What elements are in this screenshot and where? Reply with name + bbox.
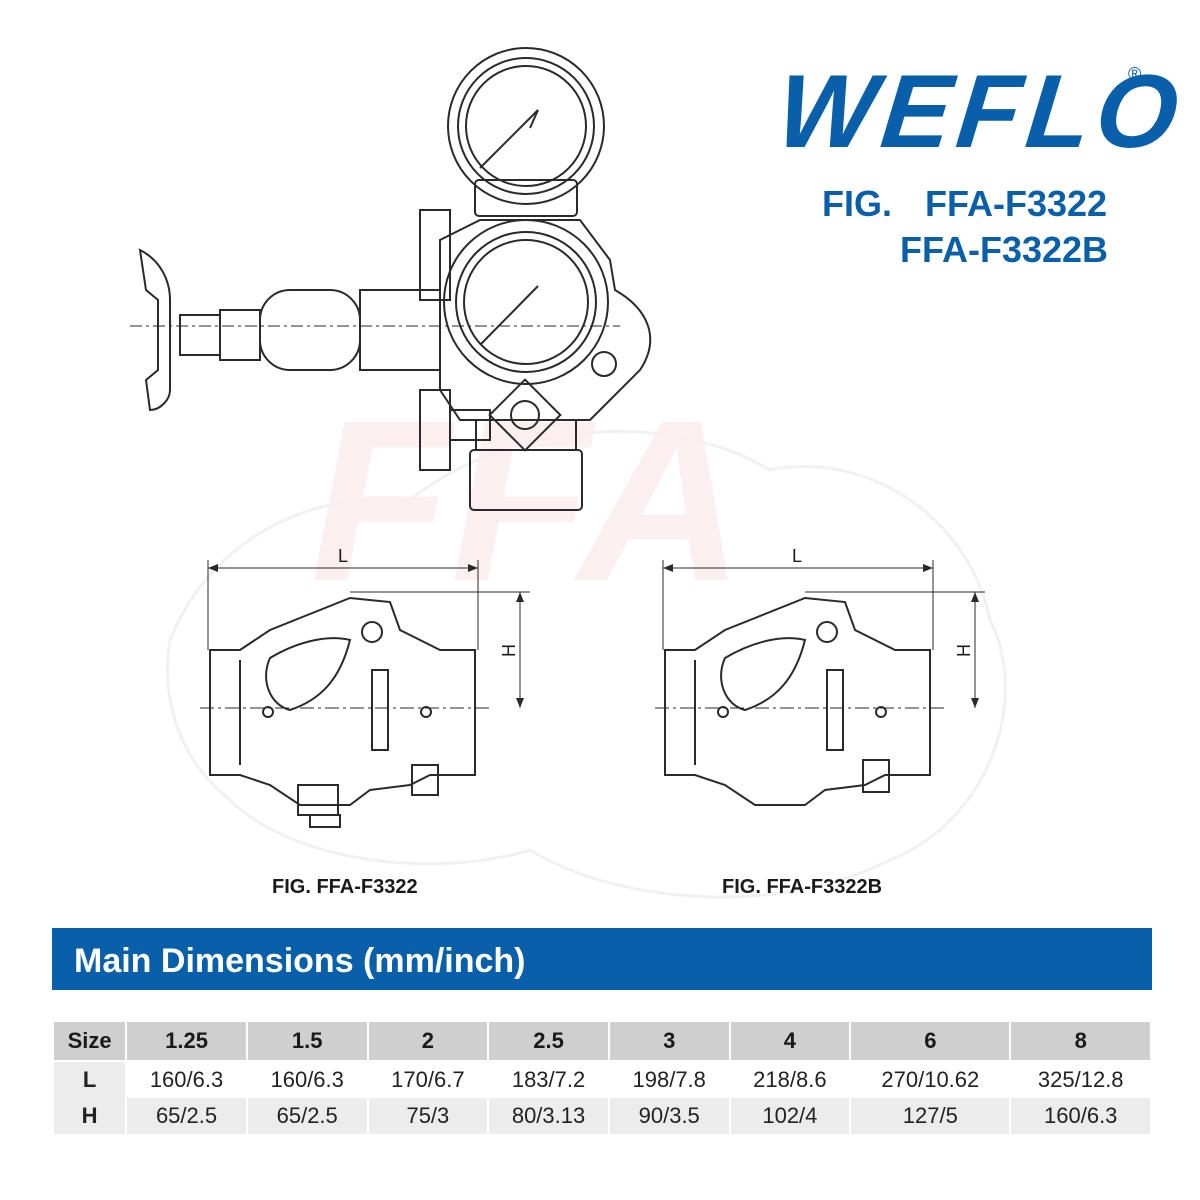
section-drawing-ffa-f3322: [200, 560, 530, 828]
table-header-cell: 1.5: [247, 1022, 367, 1062]
dimensions-title: Main Dimensions (mm/inch): [74, 942, 526, 980]
caption-ffa-f3322b: FIG. FFA-F3322B: [722, 876, 883, 898]
table-cell: 65/2.5: [247, 1098, 367, 1134]
right-dim-h-label: H: [954, 644, 974, 657]
table-cell: 160/6.3: [127, 1062, 246, 1098]
table-cell: 160/6.3: [247, 1062, 367, 1098]
table-cell: 160/6.3: [1011, 1098, 1150, 1134]
table-cell: 75/3: [368, 1098, 488, 1134]
table-cell: 80/3.13: [489, 1098, 608, 1134]
svg-text:FFA: FFA: [310, 380, 744, 629]
table-cell: 270/10.62: [851, 1062, 1010, 1098]
valve-assembly-drawing: [130, 47, 652, 511]
table-header-size: Size: [54, 1022, 126, 1062]
figure-heading-prefix: FIG.: [822, 183, 892, 224]
table-cell: 183/7.2: [489, 1062, 608, 1098]
background-watermark: FFA: [166, 380, 1007, 899]
table-cell: 102/4: [730, 1098, 850, 1134]
left-dim-l-label: L: [338, 546, 349, 566]
brand-logo: WEFLO: [771, 54, 1190, 170]
figure-heading-model-2: FFA-F3322B: [900, 229, 1109, 270]
lower-pressure-gauge-icon: [443, 219, 609, 385]
table-header-cell: 8: [1011, 1022, 1150, 1062]
table-cell: 65/2.5: [127, 1098, 246, 1134]
table-header-row: Size 1.25 1.5 2 2.5 3 4 6 8: [54, 1022, 1150, 1062]
registered-mark: ®: [1128, 64, 1142, 84]
table-header-cell: 4: [730, 1022, 850, 1062]
caption-ffa-f3322: FIG. FFA-F3322: [272, 876, 418, 898]
upper-pressure-gauge-icon: [447, 47, 605, 217]
left-dim-h-label: H: [499, 644, 519, 657]
table-cell: 90/3.5: [609, 1098, 729, 1134]
table-cell: 127/5: [851, 1098, 1010, 1134]
table-cell: 198/7.8: [609, 1062, 729, 1098]
table-header-cell: 2: [368, 1022, 488, 1062]
table-cell: 218/8.6: [730, 1062, 850, 1098]
dimensions-banner: [52, 928, 1152, 990]
table-row: H 65/2.5 65/2.5 75/3 80/3.13 90/3.5 102/…: [54, 1098, 1150, 1134]
table-row-label: L: [54, 1062, 126, 1098]
dimensions-table: Size 1.25 1.5 2 2.5 3 4 6 8 L 160/6.3 16…: [52, 1022, 1152, 1134]
table-header-cell: 6: [851, 1022, 1010, 1062]
table-header-cell: 3: [609, 1022, 729, 1062]
table-cell: 170/6.7: [368, 1062, 488, 1098]
table-header-cell: 2.5: [489, 1022, 608, 1062]
table-cell: 325/12.8: [1011, 1062, 1150, 1098]
table-row-label: H: [54, 1098, 126, 1134]
table-row: L 160/6.3 160/6.3 170/6.7 183/7.2 198/7.…: [54, 1062, 1150, 1098]
table-header-cell: 1.25: [127, 1022, 246, 1062]
section-drawing-ffa-f3322b: [655, 560, 985, 806]
right-dim-l-label: L: [792, 546, 803, 566]
figure-heading-model-1: FFA-F3322: [925, 183, 1108, 224]
